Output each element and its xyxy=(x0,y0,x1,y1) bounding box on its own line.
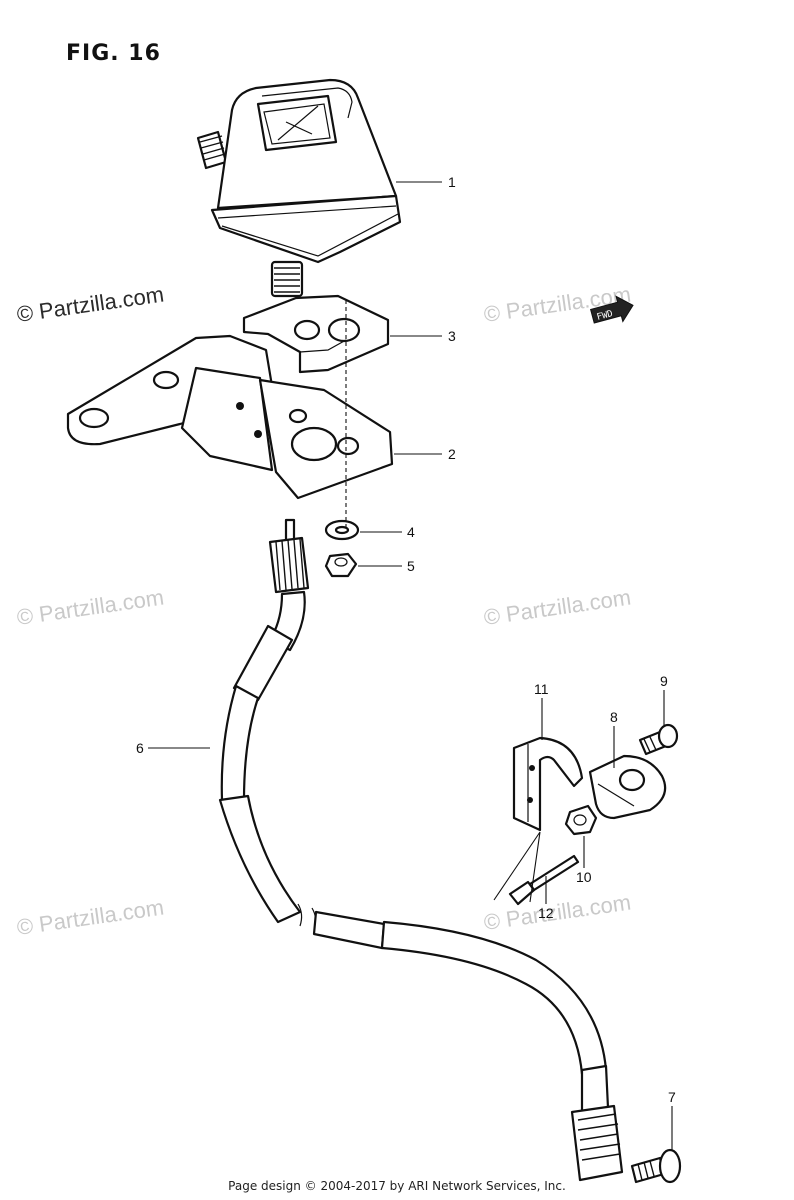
part-12-rivet[interactable] xyxy=(508,854,580,906)
watermarks: © Partzilla.com © Partzilla.com © Partzi… xyxy=(15,282,632,940)
callout-2: 2 xyxy=(448,446,456,462)
footer-copyright: Page design © 2004-2017 by ARI Network S… xyxy=(228,1179,566,1193)
part-9-screw[interactable] xyxy=(638,723,679,756)
callout-11: 11 xyxy=(534,681,549,697)
figure-title: FIG. 16 xyxy=(66,41,161,66)
callout-4: 4 xyxy=(407,524,415,540)
part-5-nut[interactable] xyxy=(324,552,358,578)
watermark: © Partzilla.com xyxy=(15,282,165,327)
callout-7: 7 xyxy=(668,1089,676,1105)
part-1-speedometer[interactable] xyxy=(196,78,402,298)
callout-5: 5 xyxy=(407,558,415,574)
part-6-cable[interactable] xyxy=(218,518,624,1182)
part-7-screw[interactable] xyxy=(630,1148,682,1184)
callout-1: 1 xyxy=(448,174,456,190)
callouts: 1 2 3 4 5 6 7 8 9 10 11 12 xyxy=(136,174,676,1105)
part-8-clamp[interactable] xyxy=(588,754,667,820)
watermark: © Partzilla.com xyxy=(15,895,165,940)
part-4-washer[interactable] xyxy=(324,519,360,541)
part-2-bracket[interactable] xyxy=(66,334,394,500)
callout-9: 9 xyxy=(660,673,668,689)
callout-10: 10 xyxy=(576,869,592,885)
part-3-plate[interactable] xyxy=(242,294,390,374)
leader-lines xyxy=(148,181,673,1150)
callout-12: 12 xyxy=(538,905,554,921)
part-11-bracket[interactable] xyxy=(512,736,584,832)
watermark: © Partzilla.com xyxy=(482,585,632,630)
fwd-arrow-icon: FWD xyxy=(589,295,634,324)
fwd-label: FWD xyxy=(596,309,614,323)
callout-6: 6 xyxy=(136,740,144,756)
part-10-nut[interactable] xyxy=(564,804,598,836)
watermark: © Partzilla.com xyxy=(15,585,165,630)
callout-3: 3 xyxy=(448,328,456,344)
assembly-lines xyxy=(345,300,541,903)
callout-8: 8 xyxy=(610,709,618,725)
watermark: © Partzilla.com xyxy=(482,890,632,935)
